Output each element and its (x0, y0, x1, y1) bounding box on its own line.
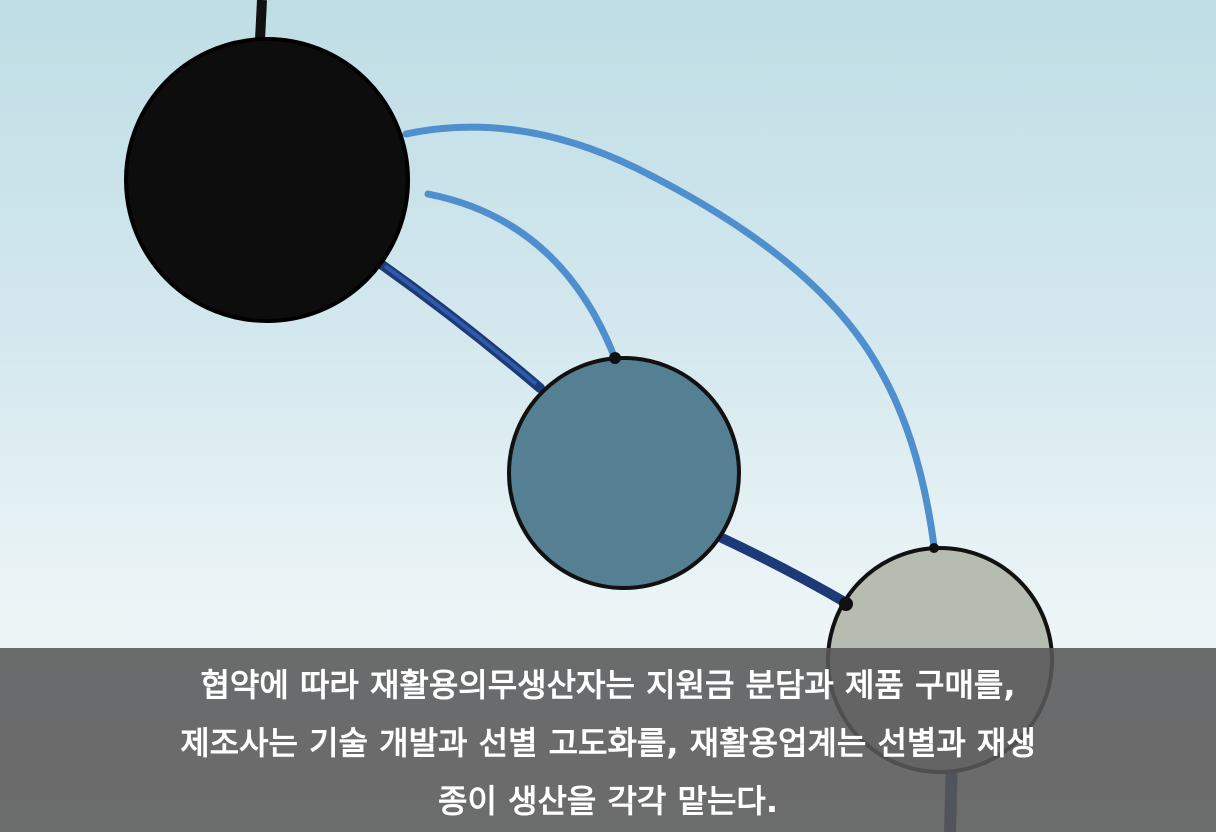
node-light-anchor (839, 597, 853, 611)
connector-top-stub (255, 0, 267, 41)
caption-line-1: 협약에 따라 재활용의무생산자는 지원금 분담과 제품 구매를, (200, 666, 1016, 704)
connector-dark-to-mid-highlight (383, 264, 538, 386)
arc-outer (402, 123, 938, 550)
connector-mid-to-light (717, 533, 853, 609)
arc-inner (424, 190, 618, 360)
caption-line-2: 제조사는 기술 개발과 선별 고도화를, 재활용업계는 선별과 재생 (180, 724, 1036, 762)
node-mid-anchor (609, 352, 621, 364)
node-light-top-anchor (929, 543, 939, 553)
node-dark (124, 37, 410, 323)
caption-bar: 협약에 따라 재활용의무생산자는 지원금 분담과 제품 구매를, 제조사는 기술… (0, 648, 1216, 832)
node-mid (507, 356, 741, 590)
caption-line-3: 종이 생산을 각각 맡는다. (438, 782, 778, 820)
